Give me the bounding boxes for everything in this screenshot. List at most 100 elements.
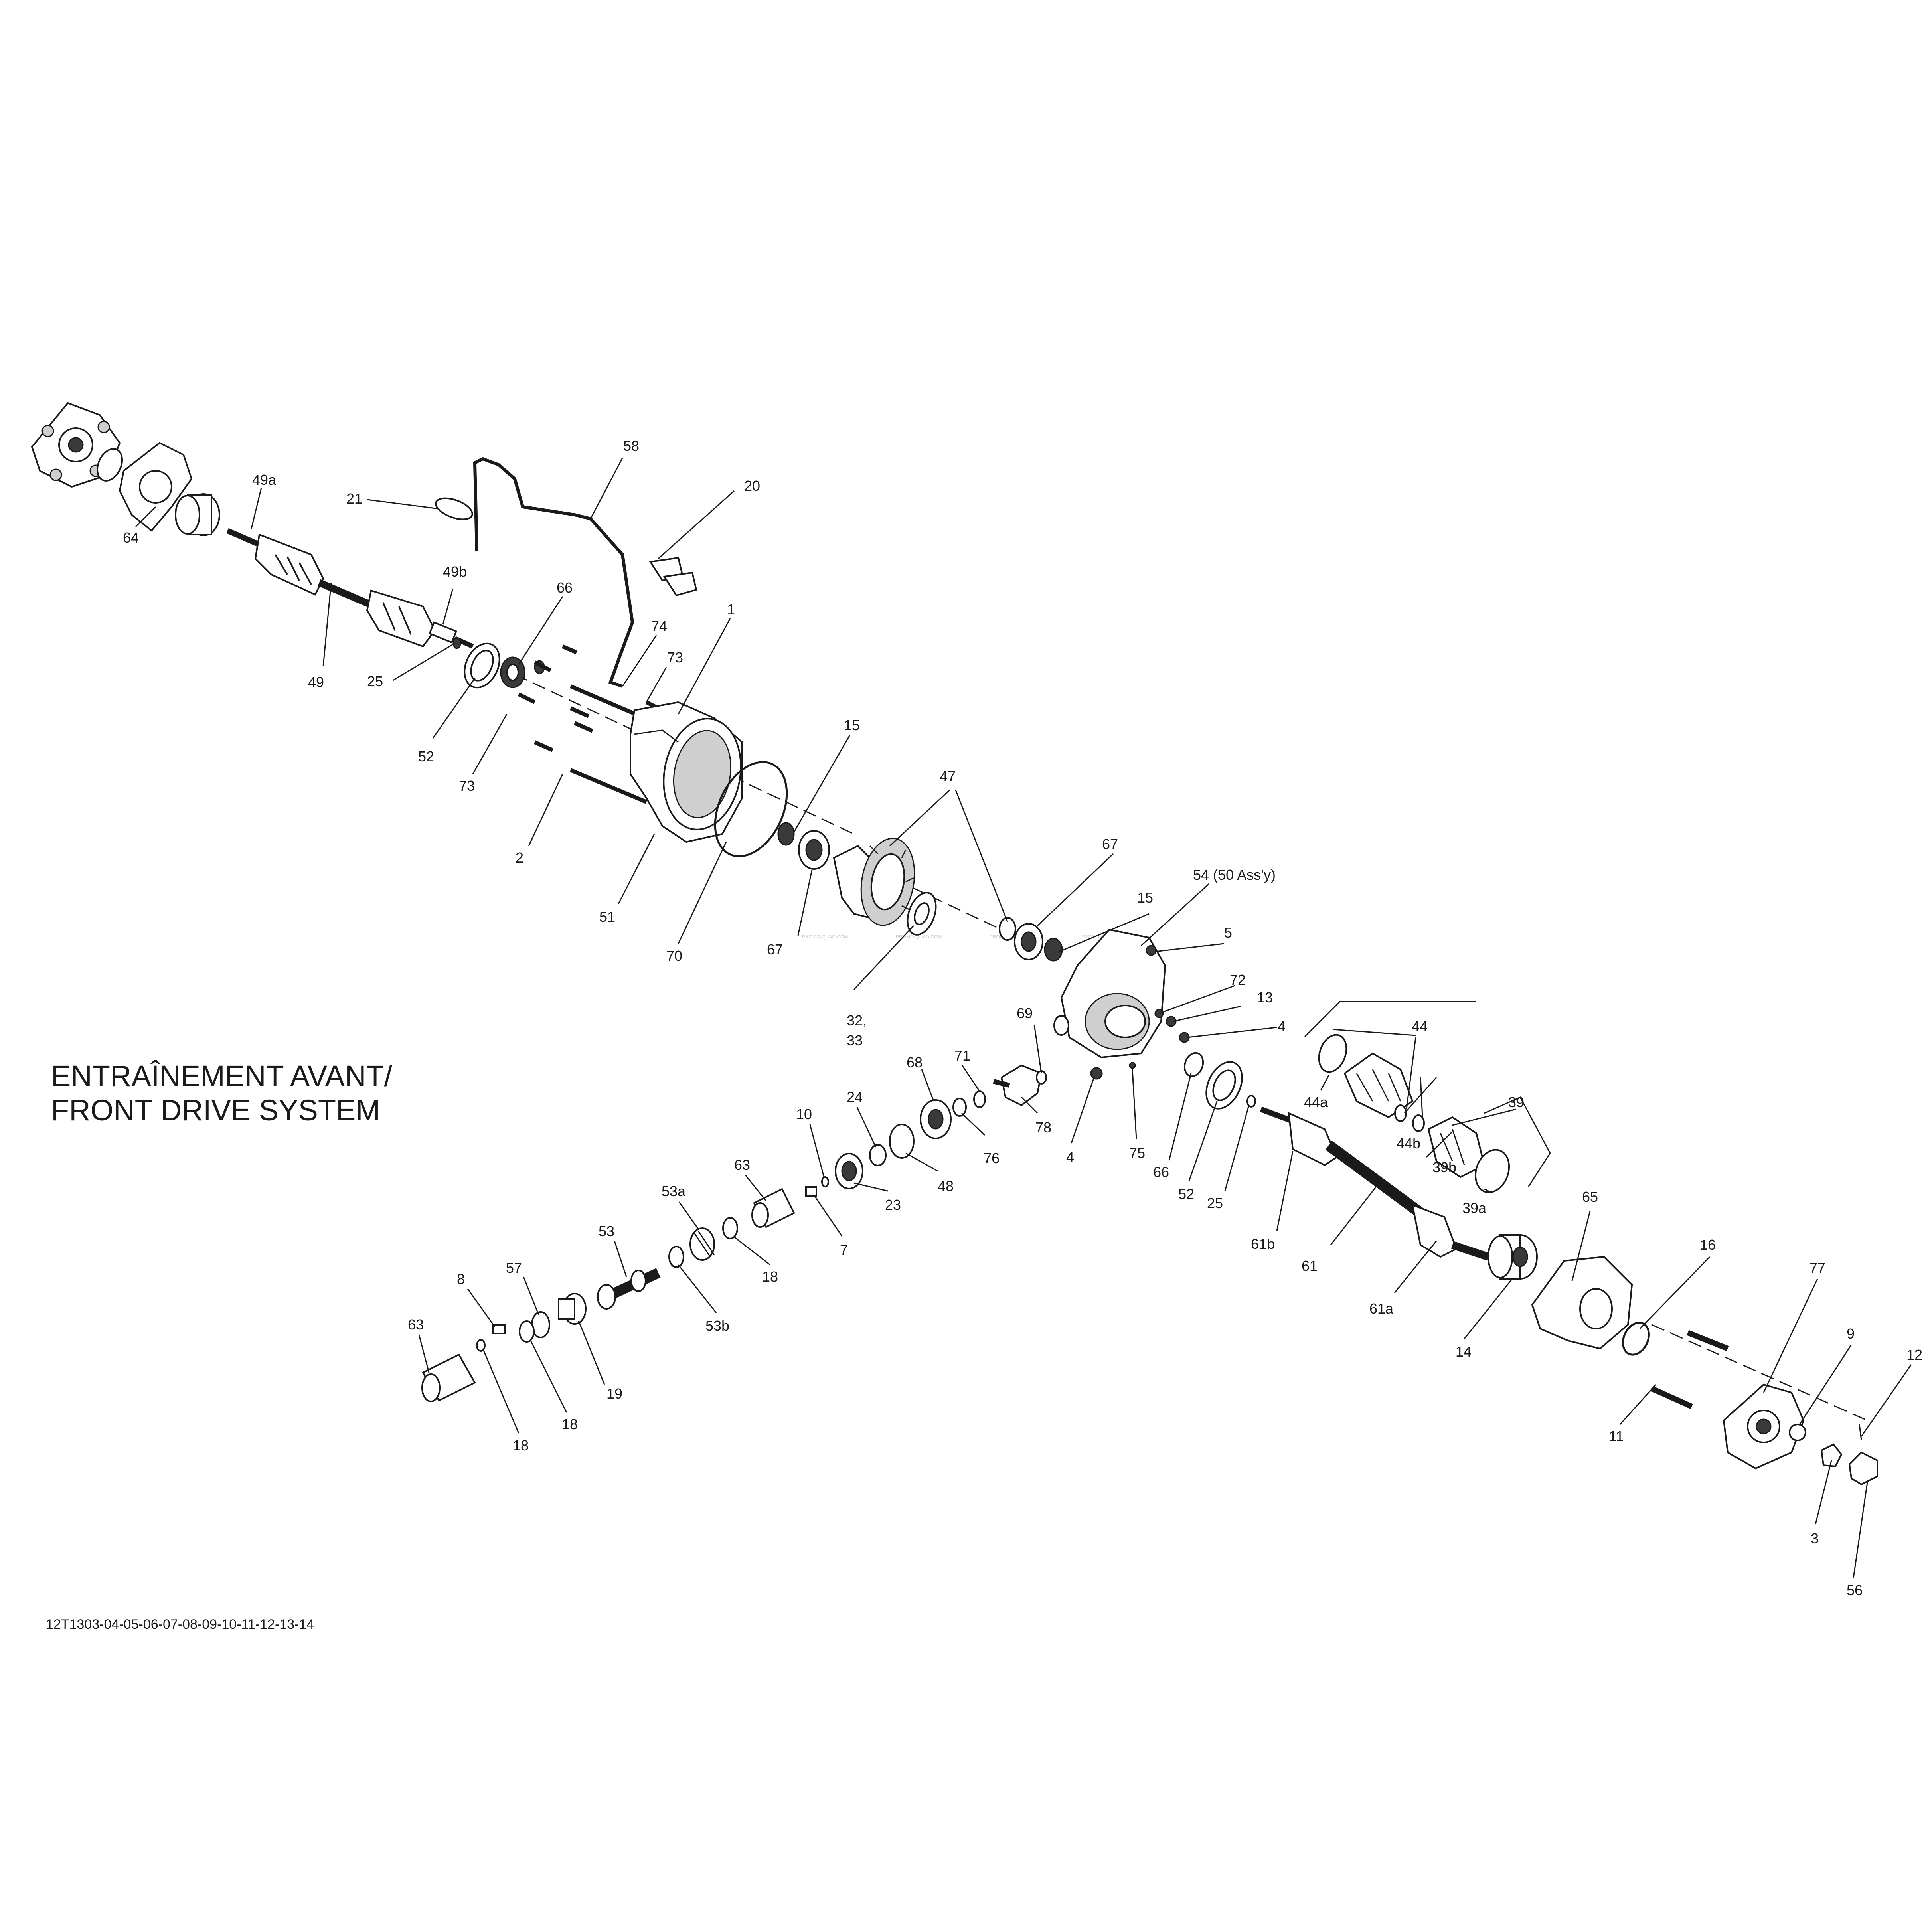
washer-10 — [821, 1176, 829, 1187]
nut-4-lower — [1090, 1067, 1103, 1080]
callout: 61b — [1251, 1236, 1275, 1252]
callout: 54 (50 Ass'y) — [1193, 867, 1276, 883]
bearing-68 — [920, 1099, 952, 1139]
watermark: PROMO-QUAD.COM — [896, 934, 942, 940]
clamp-44b — [1394, 1104, 1407, 1122]
callout: 77 — [1809, 1260, 1825, 1276]
ring-18-bottom — [476, 1339, 486, 1352]
coupler-19 — [558, 1293, 587, 1325]
callout: 5 — [1224, 925, 1232, 941]
nut-7 — [805, 1186, 817, 1197]
callout: 53a — [662, 1183, 686, 1199]
callout: 49b — [443, 563, 467, 580]
callout: 76 — [984, 1150, 1000, 1166]
callout: 73 — [667, 649, 683, 666]
callout: 65 — [1582, 1189, 1598, 1205]
bearing-48 — [889, 1124, 915, 1159]
callout: 9 — [1847, 1326, 1855, 1342]
callout: 67 — [767, 941, 783, 958]
callout: 47 — [940, 768, 956, 784]
callout: 7 — [840, 1242, 848, 1258]
bearing-67-right — [1014, 923, 1043, 960]
watermark: PROMO-QUAD.COM — [802, 934, 848, 940]
callout: 52 — [1178, 1186, 1194, 1202]
differential-assembly — [833, 838, 915, 926]
breather-tube — [473, 457, 634, 688]
nut-13 — [1166, 1016, 1177, 1027]
callout: 39b — [1432, 1159, 1456, 1175]
retaining-ring — [97, 448, 123, 482]
callout: 44 — [1412, 1018, 1428, 1035]
coupler-63-lower — [421, 1353, 476, 1402]
drawing-code: 12T1303-04-05-06-07-08-09-10-11-12-13-14 — [46, 1617, 314, 1632]
callout: 39a — [1462, 1200, 1487, 1216]
callout: 44b — [1397, 1135, 1420, 1152]
bolt-5 — [1146, 945, 1157, 956]
diagram-title-en: FRONT DRIVE SYSTEM — [51, 1094, 380, 1127]
clamp-39a — [1474, 1149, 1510, 1193]
ring-53b — [668, 1246, 684, 1268]
callout: 51 — [599, 909, 615, 925]
callout: 4 — [1066, 1149, 1074, 1165]
wheel-bearing-left — [175, 493, 220, 536]
callout: 25 — [1207, 1195, 1223, 1211]
callout: 73 — [459, 778, 475, 794]
steering-knuckle-left — [119, 442, 193, 532]
callout: 18 — [762, 1268, 778, 1285]
seal-23 — [835, 1153, 863, 1189]
callout: 23 — [885, 1197, 901, 1213]
bearing-66-left — [500, 656, 525, 688]
spring-53a — [689, 1227, 715, 1261]
o-ring-21 — [435, 497, 473, 520]
callout: 8 — [457, 1271, 465, 1287]
retaining-ring-16 — [1622, 1322, 1650, 1356]
circlip-25-left — [452, 637, 461, 649]
drive-shaft-left — [226, 528, 474, 649]
callout: 13 — [1257, 989, 1273, 1006]
callout: 25 — [367, 673, 383, 689]
callout: 63 — [408, 1316, 424, 1333]
callout: 57 — [506, 1260, 522, 1276]
bearing-66-right — [1183, 1052, 1204, 1077]
steering-knuckle-right — [1531, 1256, 1633, 1350]
guard-plates-20 — [649, 557, 697, 597]
callout: 61 — [1302, 1258, 1318, 1274]
callout: 24 — [847, 1089, 863, 1105]
callout: 15 — [844, 717, 860, 733]
cover-54 — [1053, 928, 1166, 1059]
callout: 18 — [513, 1437, 529, 1454]
seal-52-right — [1205, 1061, 1243, 1110]
callout: 44a — [1304, 1094, 1328, 1110]
callout: 12 — [1906, 1347, 1922, 1363]
pinion-78 — [993, 1064, 1043, 1106]
ring-47-right — [999, 917, 1016, 941]
callout: 71 — [954, 1047, 970, 1064]
callout: 3 — [1811, 1530, 1819, 1547]
callout: 78 — [1035, 1119, 1051, 1136]
callout: 16 — [1700, 1237, 1716, 1253]
wheel-bearing-right — [1488, 1234, 1538, 1280]
callout: 53 — [599, 1223, 614, 1239]
callout: 18 — [562, 1416, 578, 1432]
callout: 1 — [727, 601, 735, 618]
wheel-hub-left — [31, 402, 121, 488]
callout: 63 — [734, 1157, 750, 1173]
callout: 75 — [1129, 1145, 1145, 1161]
ring-24 — [869, 1144, 887, 1166]
nut-3 — [1820, 1443, 1843, 1468]
bearing-15-left — [777, 822, 795, 846]
callout: 64 — [123, 529, 139, 546]
callout: 14 — [1456, 1343, 1472, 1360]
callout: 72 — [1230, 972, 1246, 988]
shaft-53 — [597, 1268, 661, 1310]
housing-51 — [630, 701, 743, 843]
callout: 39 — [1508, 1094, 1524, 1110]
cotter-pin-12 — [1859, 1424, 1862, 1441]
washer-9 — [1789, 1424, 1806, 1441]
callout: 66 — [1153, 1164, 1169, 1180]
clamp-39b — [1412, 1114, 1425, 1132]
callout: 15 — [1137, 889, 1153, 906]
wheel-hub-right — [1723, 1383, 1805, 1470]
callout: 33 — [847, 1032, 863, 1049]
